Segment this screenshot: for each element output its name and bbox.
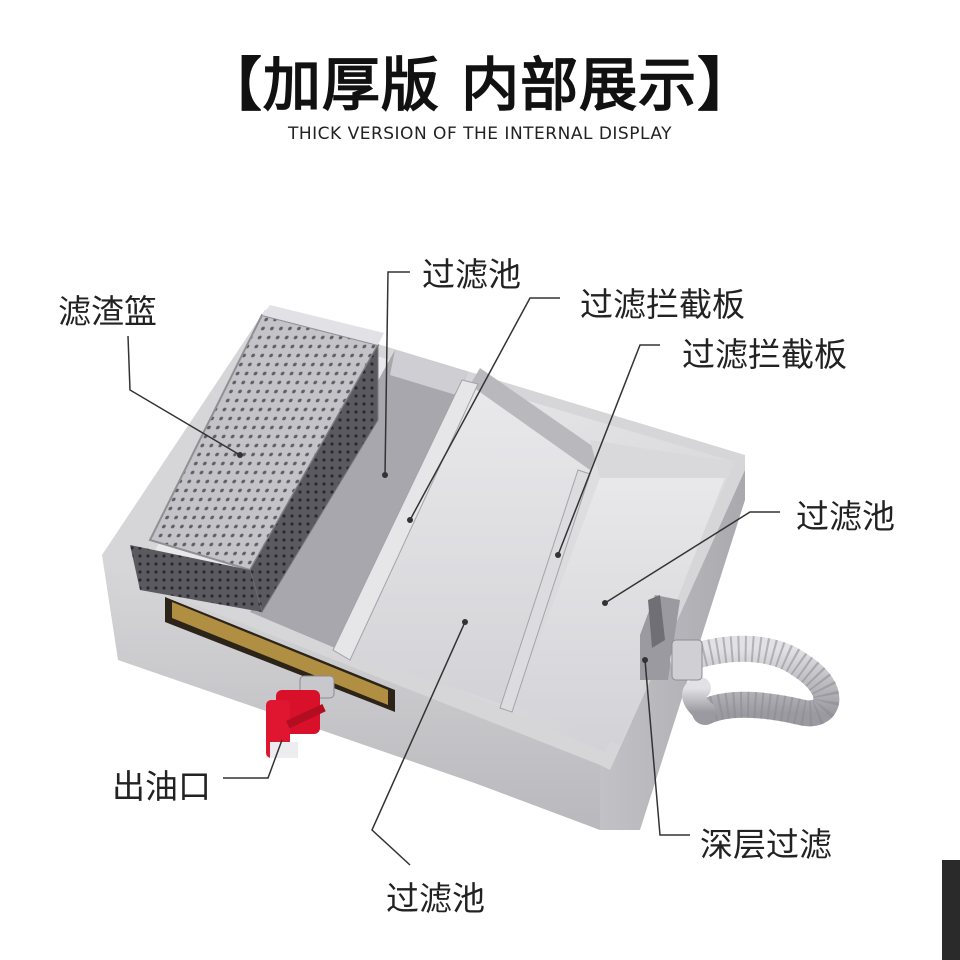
leader-pool-right — [604, 511, 780, 604]
leader-baffle-1 — [409, 297, 560, 521]
basket-bottom-mesh — [130, 545, 262, 612]
oil-outlet-valve — [266, 675, 335, 758]
label-deep-filter: 深层过滤 — [700, 825, 832, 864]
hose-fitting — [671, 639, 703, 681]
leader-deep-filter — [644, 659, 690, 836]
label-filter-basket: 滤渣篮 — [58, 292, 157, 331]
label-pool-right: 过滤池 — [796, 497, 895, 536]
leader-pool-1 — [384, 271, 410, 476]
page-title: 【加厚版 内部展示】 — [203, 51, 757, 119]
compartment-1 — [250, 350, 468, 648]
label-baffle-1: 过滤拦截板 — [580, 285, 745, 324]
label-oil-outlet: 出油口 — [112, 767, 211, 806]
filter-basket — [130, 305, 384, 614]
label-pool-bottom: 过滤池 — [386, 879, 485, 918]
baffle-plate-1 — [332, 379, 479, 661]
label-baffle-2: 过滤拦截板 — [682, 335, 847, 374]
leader-lines — [127, 271, 780, 866]
leader-dots — [237, 452, 648, 663]
leader-pool-bottom — [371, 621, 466, 866]
drain-hose — [670, 635, 840, 727]
leader-oil-outlet — [223, 739, 283, 779]
label-pool-1: 过滤池 — [422, 255, 521, 294]
edge-shadow — [942, 860, 960, 960]
compartment-3 — [515, 470, 728, 745]
leader-basket — [127, 335, 241, 456]
page-subtitle: THICK VERSION OF THE INTERNAL DISPLAY — [287, 124, 673, 144]
leader-baffle-2 — [557, 344, 660, 556]
